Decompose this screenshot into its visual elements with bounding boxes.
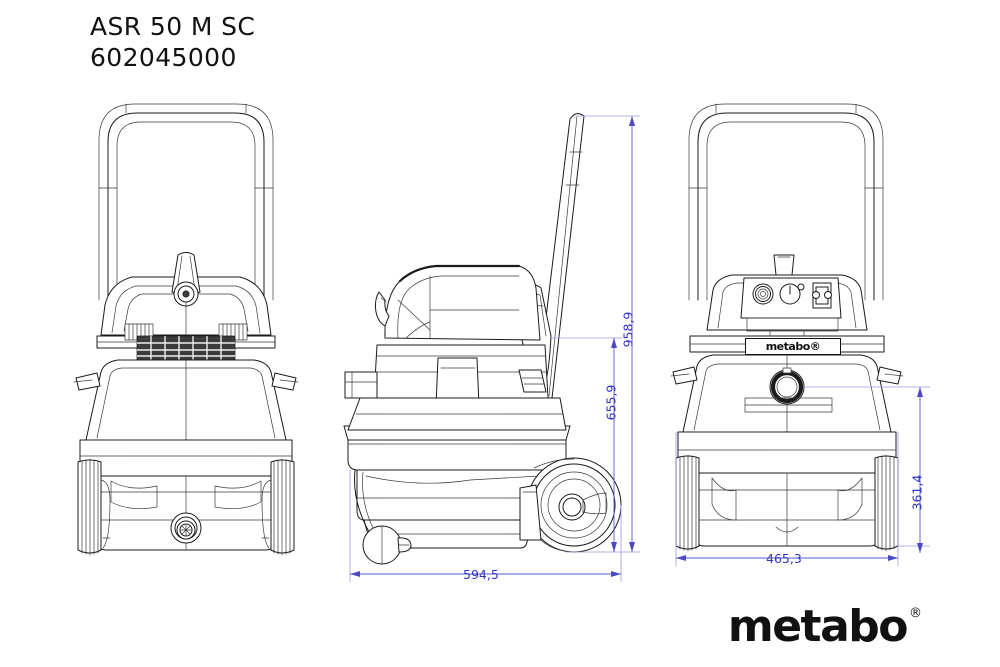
product-name-plate-text: metabo® bbox=[765, 340, 821, 353]
dimension-label-body-height: 655,9 bbox=[603, 384, 619, 421]
side-view bbox=[343, 113, 622, 565]
front-view-base bbox=[79, 439, 293, 551]
rear-view-base bbox=[677, 431, 897, 547]
rear-view-wheel-left bbox=[675, 454, 700, 552]
front-view-lid bbox=[100, 252, 272, 341]
title-block: ASR 50 M SC 602045000 bbox=[90, 12, 255, 73]
dimension-overall-width bbox=[675, 432, 899, 566]
rear-view-container bbox=[670, 354, 904, 433]
front-view-push-handle bbox=[98, 103, 274, 301]
brand-logo: metabo ® bbox=[728, 605, 922, 649]
mode-selector-knob[interactable] bbox=[779, 283, 805, 305]
front-view-container bbox=[73, 359, 299, 441]
dimension-overall-height bbox=[566, 115, 640, 553]
front-view-wheel-left bbox=[77, 458, 111, 556]
rear-view-wheel-right bbox=[874, 454, 899, 552]
power-socket[interactable] bbox=[812, 282, 832, 309]
rear-view-push-handle bbox=[688, 103, 884, 301]
dimension-inlet-height bbox=[804, 386, 930, 553]
suction-power-dial[interactable] bbox=[752, 283, 774, 305]
side-view-front-caster bbox=[362, 525, 412, 565]
dimension-lines bbox=[349, 115, 930, 582]
dimension-label-overall-height: 958,9 bbox=[620, 311, 636, 348]
front-view bbox=[73, 103, 299, 556]
product-name-plate: metabo® bbox=[745, 338, 841, 355]
front-view-wheel-right bbox=[261, 458, 295, 556]
dimension-body-height bbox=[551, 337, 622, 552]
registered-trademark-icon: ® bbox=[909, 606, 922, 621]
order-number: 602045000 bbox=[90, 42, 237, 72]
side-view-lid bbox=[374, 264, 541, 341]
brand-logo-wordmark: metabo bbox=[727, 601, 909, 652]
rear-view bbox=[670, 103, 904, 552]
page-title: ASR 50 M SC bbox=[90, 12, 256, 41]
front-view-grille bbox=[136, 335, 236, 363]
dimension-label-overall-depth: 594,5 bbox=[463, 567, 499, 582]
rear-view-control-panel bbox=[740, 277, 842, 332]
dimension-overall-depth bbox=[349, 470, 622, 582]
dimension-label-overall-width: 465,3 bbox=[766, 551, 802, 566]
side-view-rear-wheel bbox=[519, 457, 622, 553]
dimension-label-inlet-height: 361,4 bbox=[909, 474, 925, 511]
